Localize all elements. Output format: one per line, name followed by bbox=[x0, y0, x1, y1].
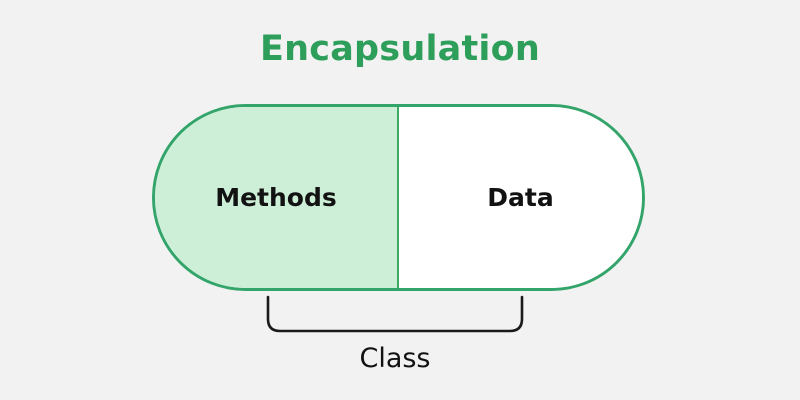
data-label: Data bbox=[487, 182, 554, 212]
capsule-section-methods: Methods bbox=[155, 107, 399, 288]
capsule-shape: Methods Data bbox=[152, 104, 645, 291]
bracket-underbrace-icon bbox=[262, 292, 528, 338]
class-label: Class bbox=[359, 343, 431, 374]
page-title: Encapsulation bbox=[260, 29, 540, 69]
capsule-section-data: Data bbox=[399, 107, 642, 288]
methods-label: Methods bbox=[215, 182, 337, 212]
